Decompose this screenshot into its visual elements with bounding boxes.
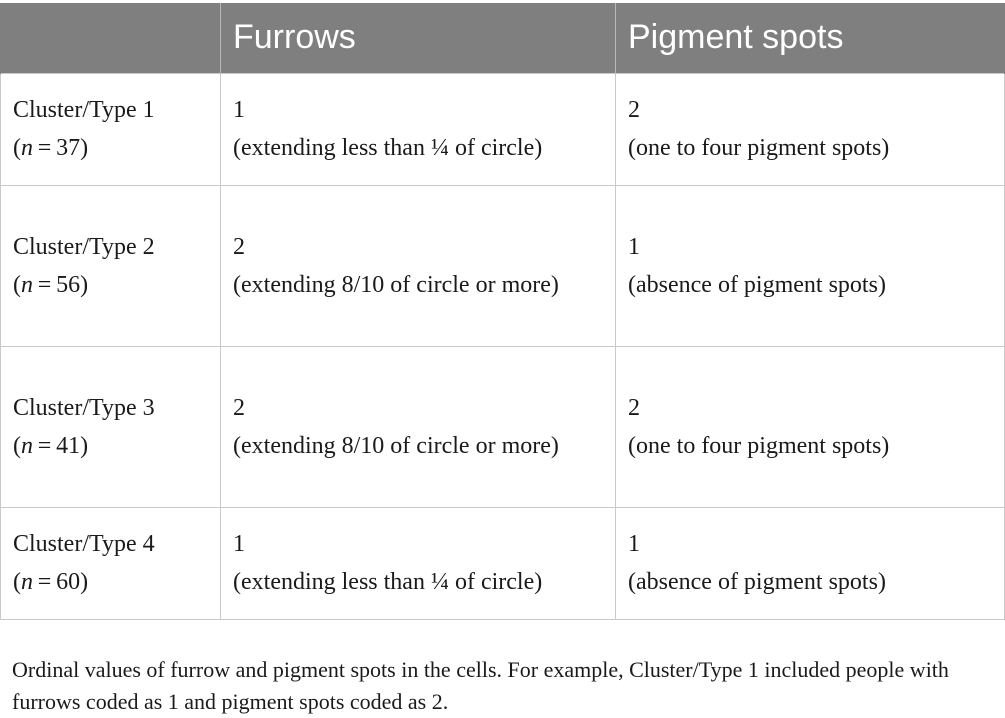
header-row: Furrows Pigment spots — [0, 3, 1005, 73]
pigment-code: 2 — [628, 97, 640, 123]
n-symbol: n — [21, 271, 33, 298]
pigment-cell: 2 (one to four pigment spots) — [615, 72, 1005, 186]
pigment-code: 2 — [628, 394, 640, 421]
cluster-cell: Cluster/Type 1 (n = 37) — [0, 72, 221, 186]
n-symbol: n — [21, 135, 33, 161]
cluster-label: Cluster/Type 3 — [13, 394, 155, 421]
cluster-cell: Cluster/Type 3 (n = 41) — [0, 345, 221, 508]
furrows-code: 1 — [233, 97, 245, 123]
cluster-count: (n = 41) — [13, 432, 89, 459]
furrows-desc: (extending less than ¼ of circle) — [233, 135, 543, 161]
furrows-desc: (extending 8/10 of circle or more) — [233, 271, 559, 298]
header-cell-furrows: Furrows — [220, 3, 616, 73]
pigment-code: 1 — [628, 531, 640, 557]
table-row: Cluster/Type 1 (n = 37) 1 (extending les… — [0, 72, 1005, 186]
cluster-label: Cluster/Type 1 — [13, 97, 155, 123]
n-symbol: n — [21, 432, 33, 459]
furrows-code: 2 — [233, 394, 245, 421]
cluster-count: (n = 60) — [13, 569, 89, 595]
furrows-desc: (extending 8/10 of circle or more) — [233, 432, 559, 459]
cluster-count: (n = 56) — [13, 271, 89, 298]
table-body: Cluster/Type 1 (n = 37) 1 (extending les… — [0, 72, 1005, 620]
cluster-label: Cluster/Type 2 — [13, 233, 155, 260]
cluster-cell: Cluster/Type 2 (n = 56) — [0, 184, 221, 347]
pigment-desc: (absence of pigment spots) — [628, 271, 886, 298]
furrows-code: 1 — [233, 531, 245, 557]
header-cell-empty — [0, 3, 221, 73]
n-value: = 60) — [33, 569, 89, 595]
table-row: Cluster/Type 4 (n = 60) 1 (extending les… — [0, 506, 1005, 620]
cluster-count: (n = 37) — [13, 135, 89, 161]
table-footnote: Ordinal values of furrow and pigment spo… — [12, 657, 949, 714]
pigment-desc: (absence of pigment spots) — [628, 569, 886, 595]
header-cell-pigment-spots: Pigment spots — [615, 3, 1005, 73]
pigment-cell: 1 (absence of pigment spots) — [615, 506, 1005, 620]
n-value: = 56) — [33, 271, 89, 298]
n-value: = 37) — [33, 135, 89, 161]
n-symbol: n — [21, 569, 33, 595]
table-header: Furrows Pigment spots — [0, 3, 1005, 73]
table-row: Cluster/Type 2 (n = 56) 2 (extending 8/1… — [0, 184, 1005, 347]
table-row: Cluster/Type 3 (n = 41) 2 (extending 8/1… — [0, 345, 1005, 508]
furrows-cell: 2 (extending 8/10 of circle or more) — [220, 345, 616, 508]
pigment-desc: (one to four pigment spots) — [628, 432, 890, 459]
pigment-cell: 1 (absence of pigment spots) — [615, 184, 1005, 347]
n-value: = 41) — [33, 432, 89, 459]
cluster-cell: Cluster/Type 4 (n = 60) — [0, 506, 221, 620]
pigment-cell: 2 (one to four pigment spots) — [615, 345, 1005, 508]
cluster-table: Furrows Pigment spots Cluster/Type 1 (n … — [0, 3, 1005, 620]
pigment-desc: (one to four pigment spots) — [628, 135, 890, 161]
pigment-code: 1 — [628, 233, 640, 260]
furrows-cell: 1 (extending less than ¼ of circle) — [220, 72, 616, 186]
furrows-desc: (extending less than ¼ of circle) — [233, 569, 543, 595]
furrows-cell: 2 (extending 8/10 of circle or more) — [220, 184, 616, 347]
cluster-label: Cluster/Type 4 — [13, 531, 155, 557]
furrows-code: 2 — [233, 233, 245, 260]
furrows-cell: 1 (extending less than ¼ of circle) — [220, 506, 616, 620]
